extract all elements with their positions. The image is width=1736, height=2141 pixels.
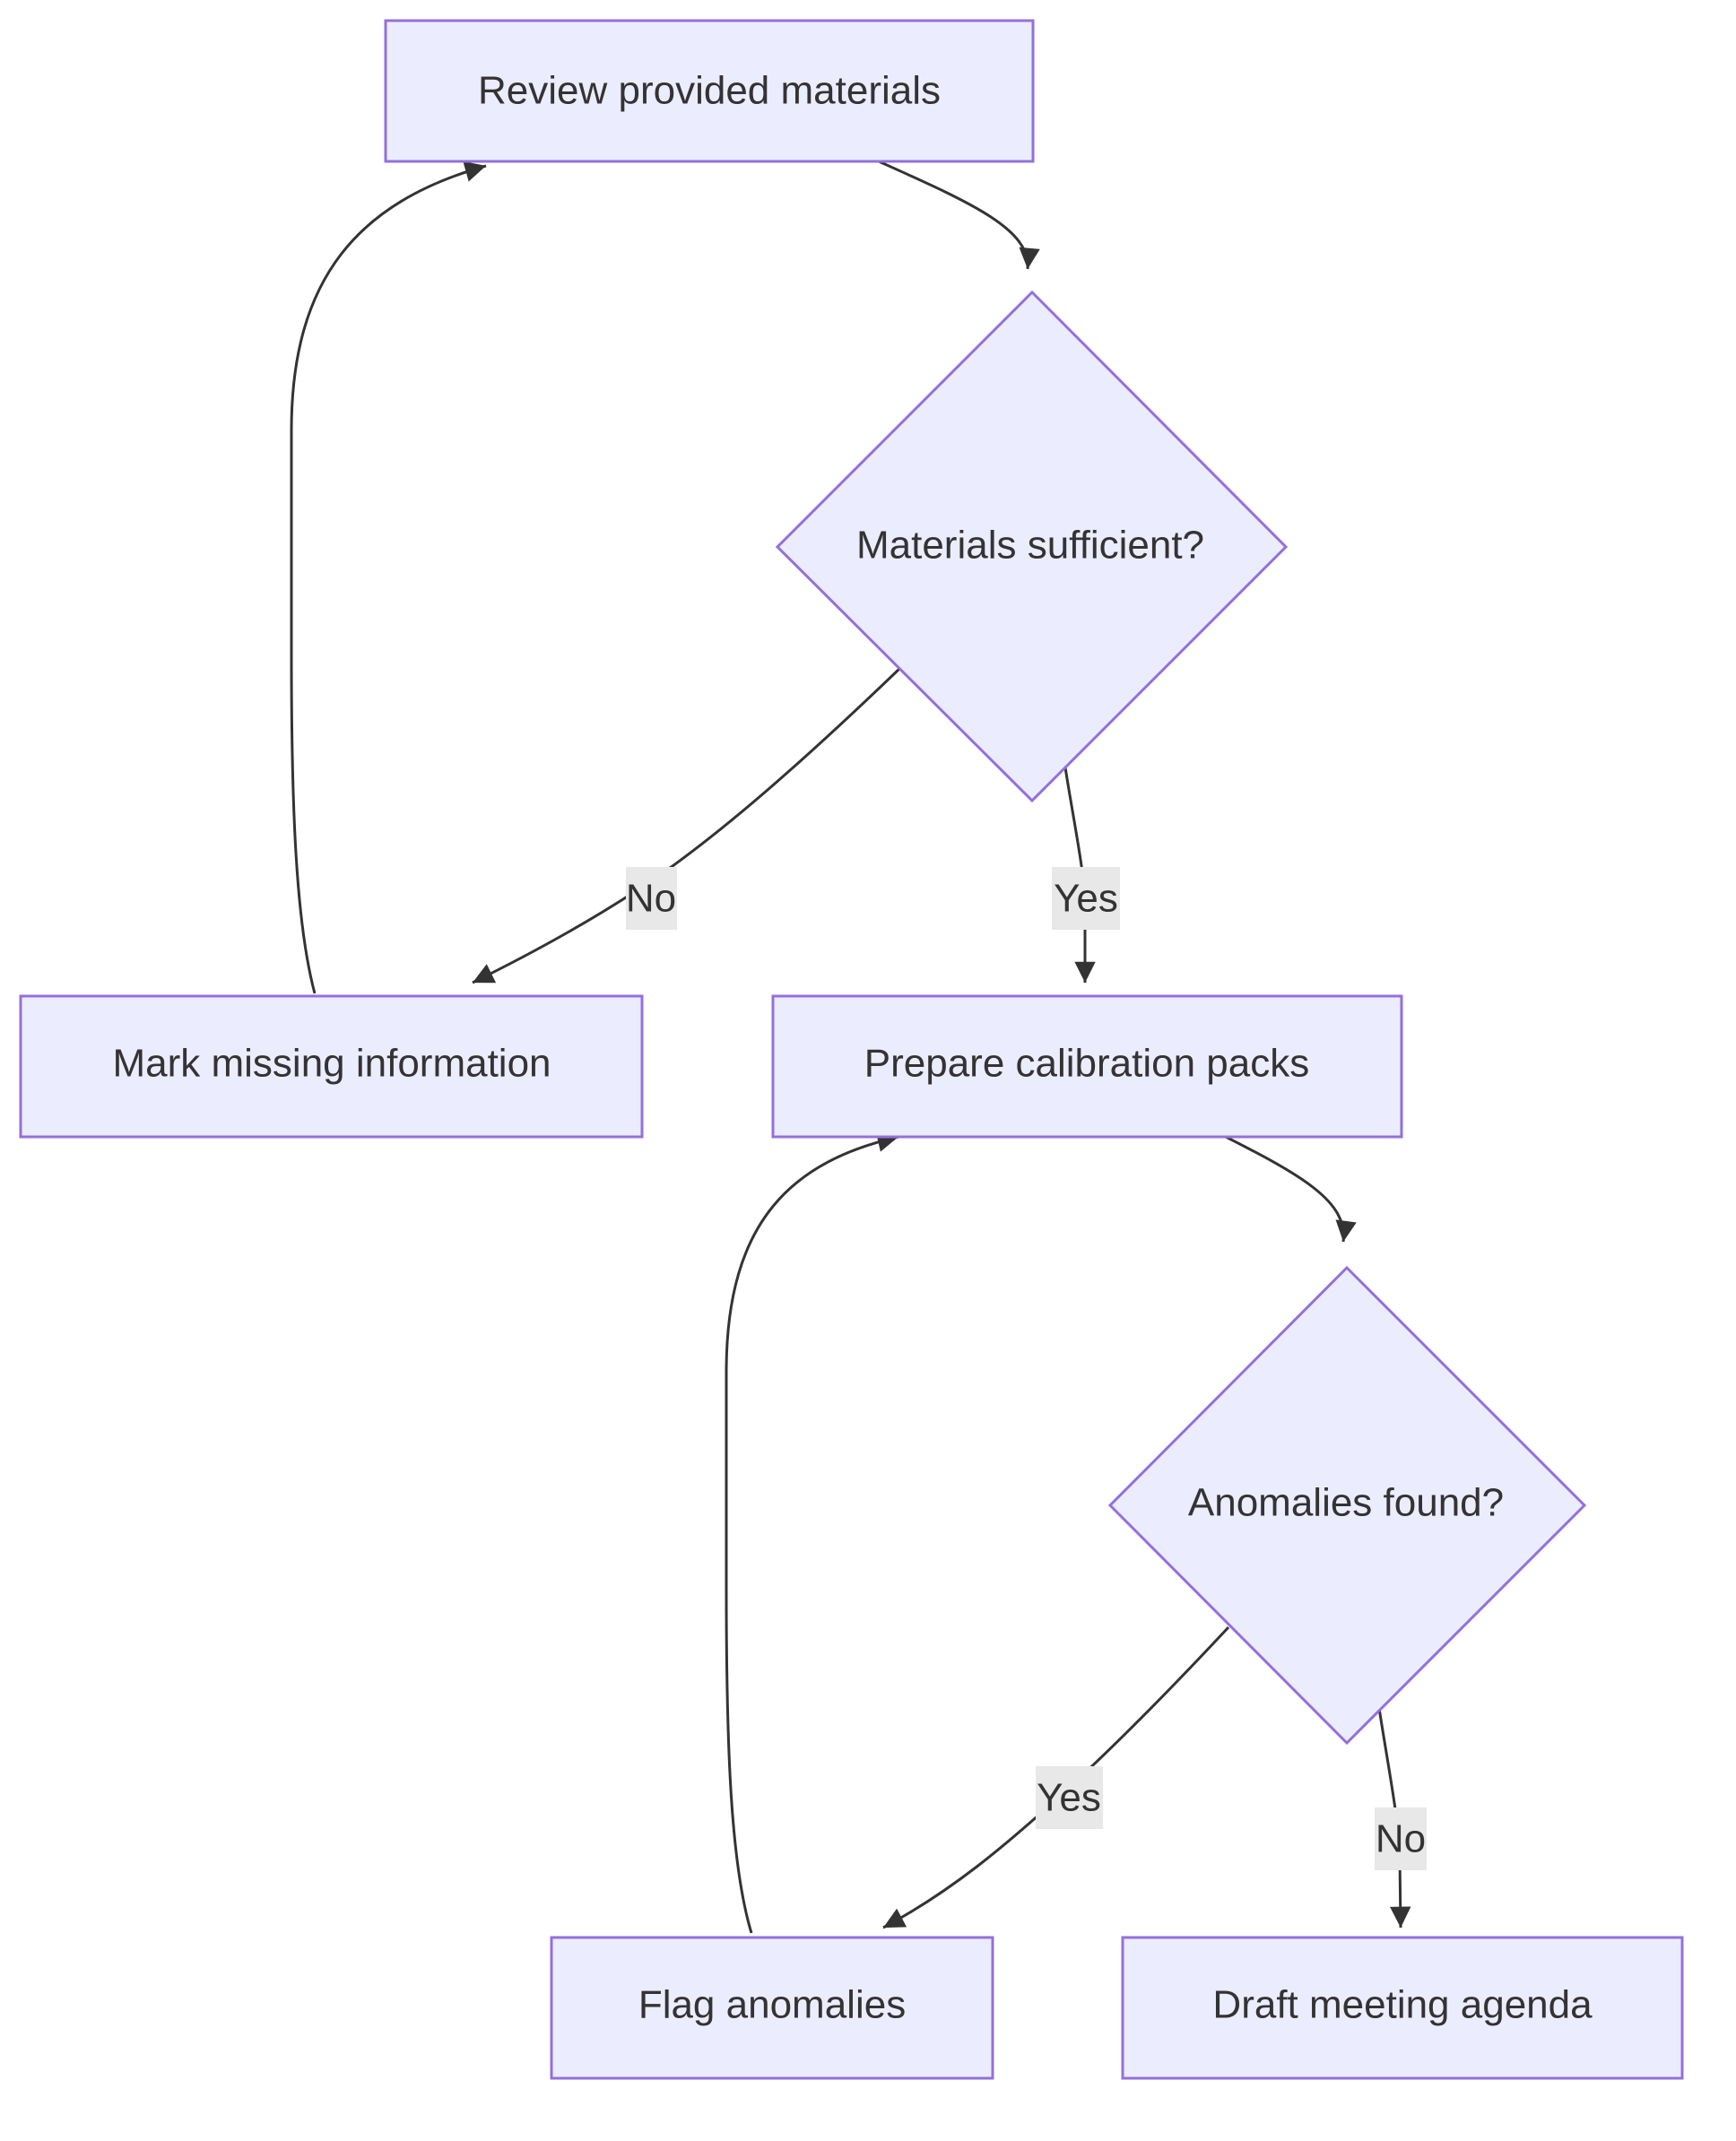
node-review-provided-materials: Review provided materials xyxy=(384,19,1035,163)
node-label-review: Review provided materials xyxy=(478,69,941,113)
edge-label-anomalies-no: No xyxy=(1376,1817,1426,1861)
edge-flag-to-prepare-packs xyxy=(725,1131,899,1934)
edge-label-anomalies-yes: Yes xyxy=(1037,1776,1101,1820)
edge-label-bg-sufficient-yes xyxy=(1052,867,1120,930)
node-label-mark-missing: Mark missing information xyxy=(112,1042,551,1086)
node-shape-draft-agenda xyxy=(1121,1936,1684,2080)
node-flag-anomalies: Flag anomalies xyxy=(550,1936,994,2080)
node-label-prepare-packs: Prepare calibration packs xyxy=(864,1042,1309,1086)
node-label-flag-anomalies: Flag anomalies xyxy=(638,1983,906,2027)
nodes: Review provided materials Materials suff… xyxy=(19,19,1684,2080)
node-prepare-calibration-packs: Prepare calibration packs xyxy=(771,994,1403,1139)
edge-mark-missing-to-review xyxy=(290,161,487,994)
edge-label-bg-sufficient-no xyxy=(626,867,677,930)
node-anomalies-found: Anomalies found? xyxy=(1107,1265,1587,1746)
node-shape-flag-anomalies xyxy=(550,1936,994,2080)
node-label-anomalies-found: Anomalies found? xyxy=(1188,1481,1504,1525)
edge-label-bg-anomalies-yes xyxy=(1036,1766,1103,1829)
edge-prepare-packs-to-anomalies xyxy=(1221,1133,1357,1243)
node-label-materials-sufficient: Materials sufficient? xyxy=(856,524,1204,568)
node-materials-sufficient: Materials sufficient? xyxy=(775,290,1289,803)
node-label-draft-agenda: Draft meeting agenda xyxy=(1212,1983,1593,2027)
edge-labels: No Yes Yes No xyxy=(626,867,1427,1870)
edge-label-sufficient-yes: Yes xyxy=(1054,877,1118,921)
node-shape-prepare-packs xyxy=(771,994,1403,1139)
edge-review-to-sufficient xyxy=(878,160,1040,270)
node-shape-materials-sufficient xyxy=(775,290,1289,803)
edge-label-sufficient-no: No xyxy=(626,877,676,921)
edge-sufficient-no-to-mark-missing xyxy=(472,667,901,984)
edge-label-bg-anomalies-no xyxy=(1375,1807,1427,1870)
node-mark-missing-information: Mark missing information xyxy=(19,994,644,1139)
node-shape-anomalies-found xyxy=(1107,1265,1587,1746)
node-draft-meeting-agenda: Draft meeting agenda xyxy=(1121,1936,1684,2080)
node-shape-mark-missing xyxy=(19,994,644,1139)
node-shape-review xyxy=(384,19,1035,163)
